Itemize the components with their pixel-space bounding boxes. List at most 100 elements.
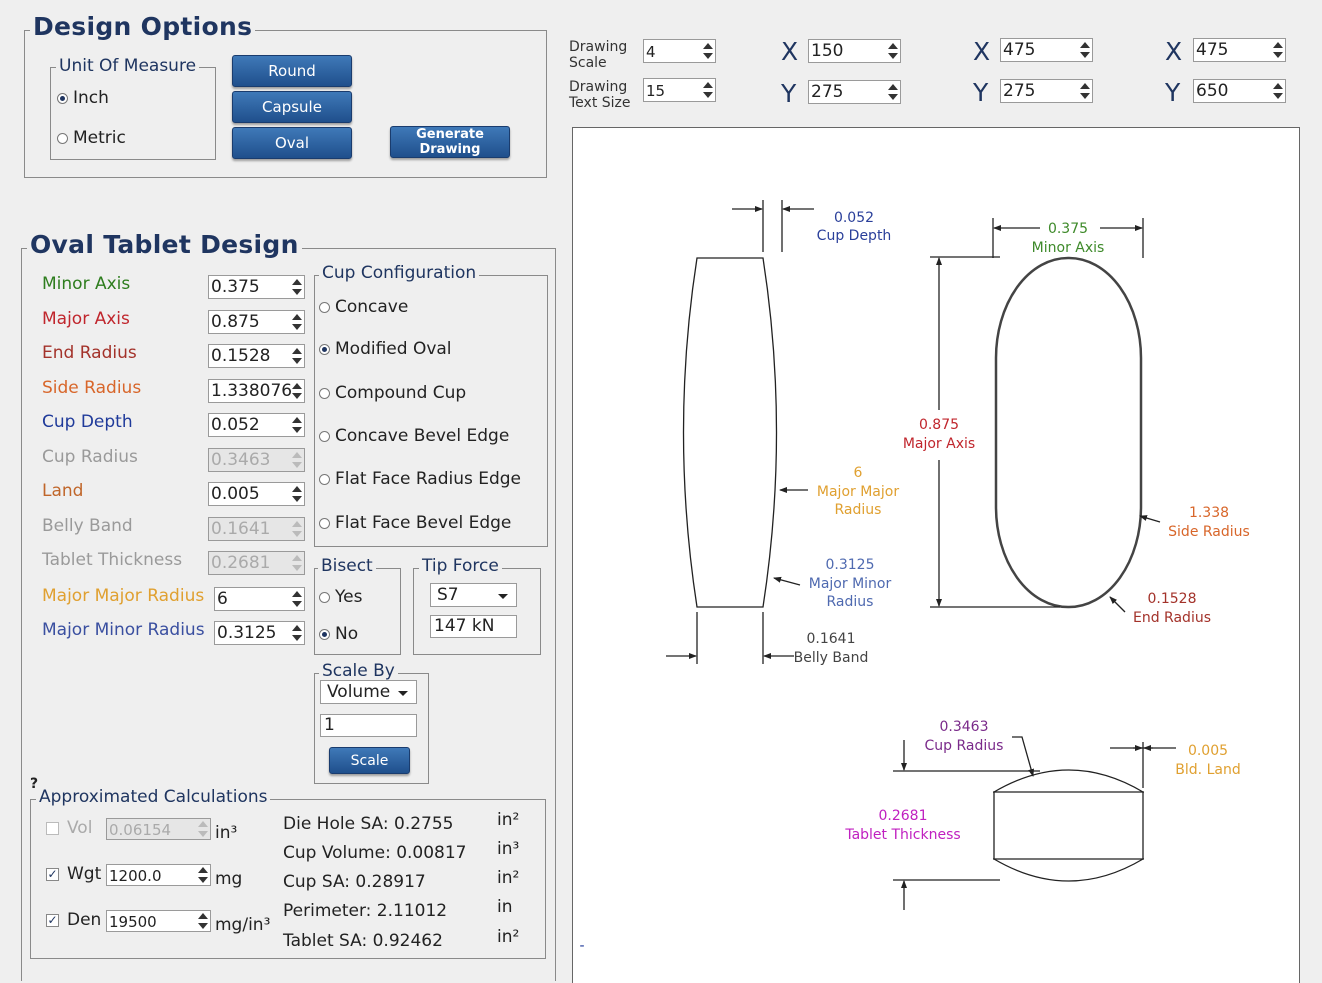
calculations-legend: Approximated Calculations	[36, 787, 271, 807]
calc-input-field[interactable]: 19500	[106, 910, 211, 932]
cup-option-radio[interactable]: Compound Cup	[319, 383, 466, 403]
spinner-icon[interactable]	[292, 313, 302, 331]
spinner-icon[interactable]	[292, 382, 302, 400]
drawing-text-size-input[interactable]: 15	[643, 78, 716, 102]
radio-dot	[319, 591, 330, 603]
land-label: Bld. Land	[1175, 762, 1240, 778]
coord-2-x-input[interactable]: 475	[1000, 38, 1093, 62]
drawing-canvas[interactable]: 0.052 Cup Depth 6 Major Major Radius 0.3…	[572, 127, 1300, 983]
coord-1-y-input[interactable]: 275	[808, 80, 901, 104]
cup-option-radio[interactable]: Modified Oval	[319, 339, 452, 359]
field-label: Minor Axis	[42, 274, 131, 294]
field-label: Cup Radius	[42, 447, 138, 467]
spinner-icon[interactable]	[703, 81, 713, 99]
tip-force-select[interactable]: S7	[430, 583, 517, 607]
cup-option-label: Concave	[335, 297, 409, 317]
top-view-outline	[994, 256, 1143, 609]
field-input[interactable]: 6	[214, 587, 305, 611]
spinner-icon[interactable]	[292, 278, 302, 296]
bisect-yes-radio[interactable]: Yes	[319, 587, 362, 607]
calc-input-label: Vol	[67, 818, 93, 838]
field-value: 0.375	[211, 277, 260, 297]
field-input[interactable]: 0.3125	[214, 621, 305, 645]
coord-2-y-input[interactable]: 275	[1000, 79, 1093, 103]
coord-3-x-input[interactable]: 475	[1193, 38, 1286, 62]
radio-dot	[319, 473, 330, 485]
tip-force-value[interactable]: 147 kN	[430, 615, 517, 638]
spinner-icon[interactable]	[1273, 82, 1283, 100]
cup-option-label: Flat Face Radius Edge	[335, 469, 522, 489]
spinner-icon[interactable]	[888, 42, 898, 60]
belly-band-label: Belly Band	[794, 650, 869, 666]
spinner-icon[interactable]	[292, 485, 302, 503]
cup-configuration-legend: Cup Configuration	[319, 263, 480, 283]
cup-option-radio[interactable]: Flat Face Radius Edge	[319, 469, 521, 489]
tip-force-group	[413, 568, 541, 655]
spinner-icon[interactable]	[292, 590, 302, 608]
minor-axis-value: 0.375	[1048, 221, 1088, 237]
field-input[interactable]: 0.052	[208, 413, 305, 437]
spinner-icon[interactable]	[292, 347, 302, 365]
calc-checkbox[interactable]: ✓	[46, 867, 59, 881]
spinner-icon[interactable]	[1273, 41, 1283, 59]
radio-dot	[319, 343, 330, 355]
coord-1-x-input[interactable]: 150	[808, 39, 901, 63]
field-input[interactable]: 0.1528	[208, 344, 305, 368]
spinner-icon[interactable]	[703, 42, 713, 60]
capsule-button[interactable]: Capsule	[232, 91, 352, 123]
coord-1-x-label: X	[781, 37, 799, 66]
radio-dot	[319, 628, 330, 640]
field-input[interactable]: 0.875	[208, 310, 305, 334]
field-value: 1.338076	[211, 381, 293, 401]
radio-dot	[57, 92, 68, 104]
radio-inch[interactable]: Inch	[57, 88, 109, 108]
radio-metric[interactable]: Metric	[57, 128, 126, 148]
round-button[interactable]: Round	[232, 55, 352, 87]
calc-checkbox[interactable]	[46, 822, 59, 835]
field-input[interactable]: 1.338076	[208, 379, 305, 403]
calc-result-unit: in³	[497, 839, 520, 859]
cup-radius-value: 0.3463	[940, 719, 989, 735]
field-input: 0.3463	[208, 448, 305, 472]
spinner-icon[interactable]	[292, 416, 302, 434]
mminr-label-1: Major Minor	[809, 576, 892, 592]
bisect-no-radio[interactable]: No	[319, 624, 358, 644]
cup-option-radio[interactable]: Concave	[319, 297, 408, 317]
spinner-icon[interactable]	[292, 624, 302, 642]
bisect-legend: Bisect	[318, 556, 376, 576]
field-input[interactable]: 0.375	[208, 275, 305, 299]
scale-by-select[interactable]: Volume	[320, 680, 417, 704]
spinner-icon[interactable]	[198, 912, 208, 930]
oval-button[interactable]: Oval	[232, 127, 352, 159]
cup-option-radio[interactable]: Concave Bevel Edge	[319, 426, 509, 446]
spinner-icon	[292, 554, 302, 572]
field-label: Major Axis	[42, 309, 130, 329]
calc-input-field[interactable]: 1200.0	[106, 864, 211, 886]
spinner-icon[interactable]	[1080, 82, 1090, 100]
mmr-value: 6	[854, 465, 863, 481]
calc-checkbox[interactable]: ✓	[46, 913, 59, 927]
spinner-icon[interactable]	[888, 83, 898, 101]
generate-drawing-button[interactable]: Generate Drawing	[390, 126, 510, 158]
drawing-scale-input[interactable]: 4	[643, 39, 716, 63]
calc-result-unit: in²	[497, 927, 520, 947]
spinner-icon[interactable]	[198, 866, 208, 884]
coord-3-y-input[interactable]: 650	[1193, 79, 1286, 103]
spinner-icon[interactable]	[1080, 41, 1090, 59]
scale-button[interactable]: Scale	[329, 747, 410, 774]
scale-value-input[interactable]: 1	[320, 714, 417, 737]
field-input[interactable]: 0.005	[208, 482, 305, 506]
cup-option-label: Compound Cup	[335, 383, 467, 403]
radio-dot	[319, 387, 330, 399]
calc-result-text: Cup SA: 0.28917	[283, 872, 426, 892]
field-label: Cup Depth	[42, 412, 133, 432]
cup-option-radio[interactable]: Flat Face Bevel Edge	[319, 513, 511, 533]
help-icon[interactable]: ?	[30, 776, 39, 792]
belly-band-value: 0.1641	[807, 631, 856, 647]
design-options-group	[24, 30, 547, 178]
field-label: Major Minor Radius	[42, 620, 205, 640]
field-label: Land	[42, 481, 84, 501]
mmr-label-2: Radius	[835, 502, 882, 518]
